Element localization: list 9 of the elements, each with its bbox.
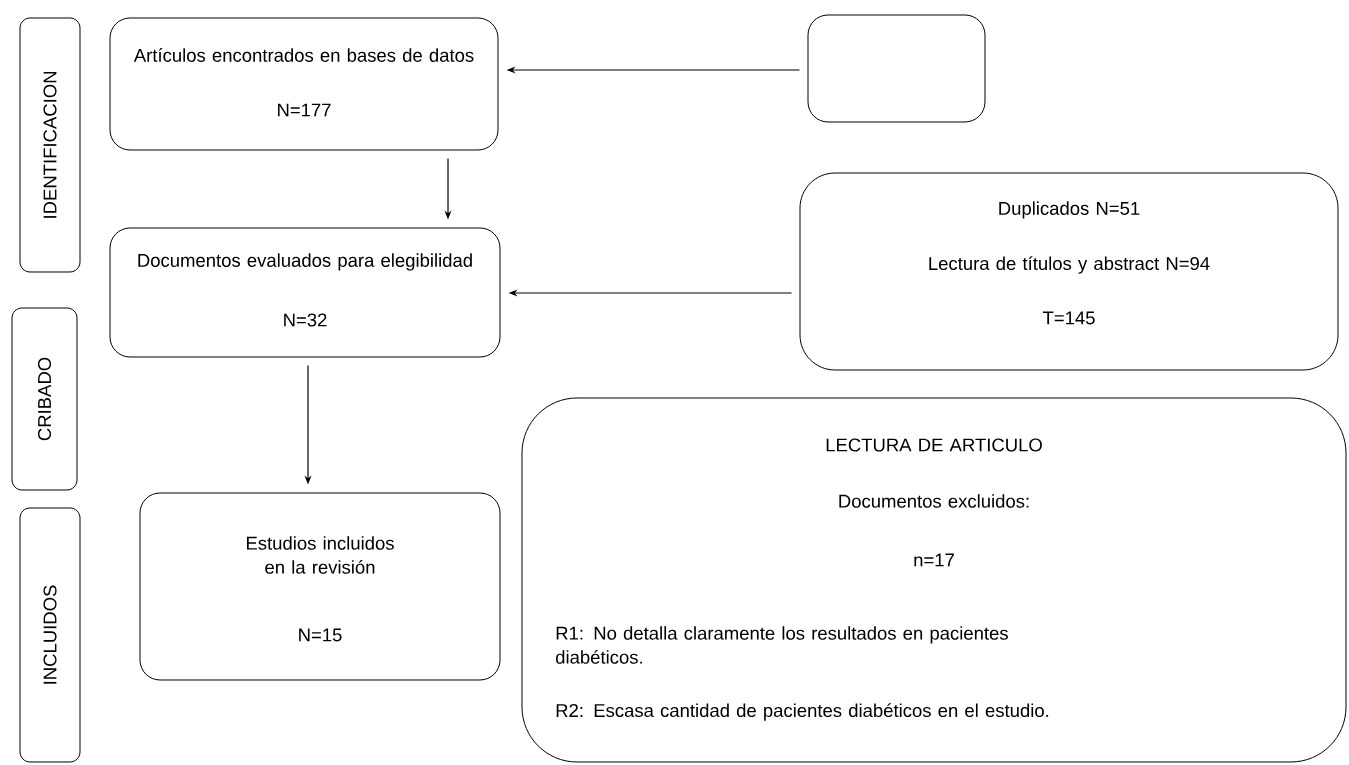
process-box: Documentos evaluados para elegibilidad N=32 <box>109 227 501 358</box>
section-label: INCLUIDOS <box>19 507 81 763</box>
section-label: CRIBADO <box>11 307 78 491</box>
process-box: Estudios incluidos en la revisión N=15 <box>139 492 501 681</box>
process-box: Artículos encontrados en bases de datos N=177 <box>109 17 499 151</box>
process-box: LECTURA DE ARTICULO Documentos excluidos: n=17 R1: No detalla claramente los resultados en pacientes diabéticos. R2: Escasa cantidad de pacientes diabéticos en el estudio. <box>521 397 1347 763</box>
empty-box <box>807 14 986 123</box>
process-box: Duplicados N=51 Lectura de títulos y abstract N=94 T=145 <box>799 172 1339 371</box>
section-label: IDENTIFICACION <box>19 17 81 273</box>
